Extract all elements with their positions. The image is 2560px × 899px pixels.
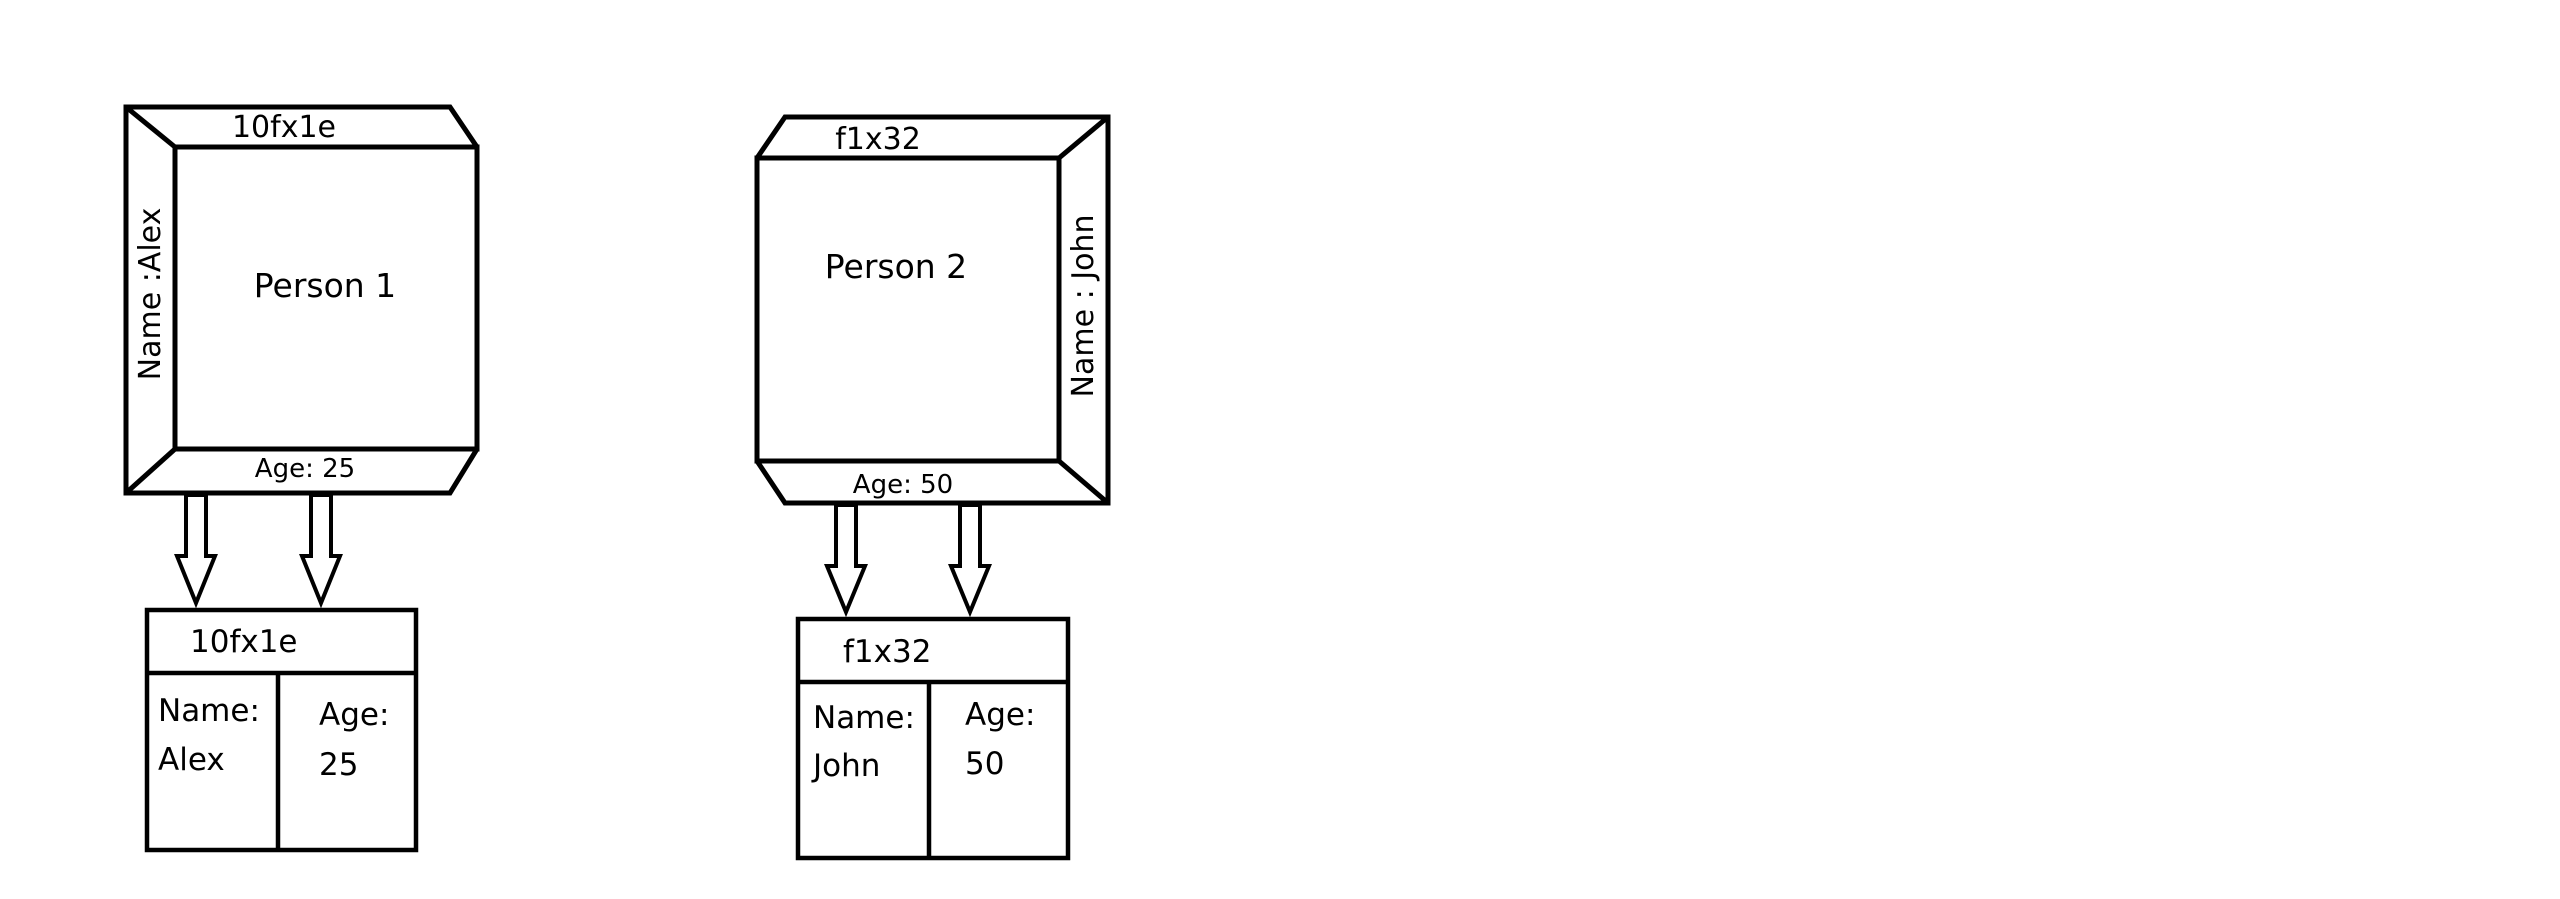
person-2-age-label: Age: 50 (853, 470, 953, 500)
person-2-record-age-value: 50 (965, 746, 1004, 782)
person-2-name-label: Name : John (1066, 215, 1101, 398)
person-2-bevel-top-right (1057, 115, 1110, 160)
person-1-record-age-key: Age: (319, 697, 389, 733)
person-2-arrow-left (824, 503, 868, 618)
person-2-bevel-bottom-right (1057, 459, 1110, 505)
person-1-record-name-key: Name: (158, 693, 260, 729)
person-2-record: f1x32 Name: John Age: 50 (795, 616, 1071, 861)
person-1-arrows (174, 493, 343, 609)
person-2-front-face (754, 155, 1062, 464)
person-1-arrow-left (174, 493, 218, 609)
person-1-record: 10fx1e Name: Alex Age: 25 (144, 607, 419, 853)
person-2-arrow-right (948, 503, 992, 618)
person-2-arrows (824, 503, 992, 618)
person-1-name-label: Name :Alex (133, 208, 168, 381)
person-1-arrow-right (299, 493, 343, 609)
person-1-title: Person 1 (254, 266, 396, 305)
person-2-address-label: f1x32 (835, 122, 921, 157)
person-1-record-name-value: Alex (158, 742, 225, 778)
person-1-record-address: 10fx1e (190, 624, 298, 660)
person-1-bevel-bottom-left (124, 447, 177, 495)
person-2-outer-frame (754, 114, 1111, 506)
person-2-record-name-value: John (811, 748, 880, 784)
person-2-record-box (795, 616, 1071, 861)
person-1-age-label: Age: 25 (255, 454, 355, 484)
person-2-title: Person 2 (825, 247, 967, 286)
person-2-record-address: f1x32 (843, 634, 931, 670)
person-2-object: f1x32 Person 2 Name : John Age: 50 (754, 114, 1111, 506)
person-1-address-label: 10fx1e (232, 110, 336, 145)
person-1-object: 10fx1e Person 1 Name :Alex Age: 25 (123, 104, 480, 496)
person-1-record-box (144, 607, 419, 853)
person-1-record-age-value: 25 (319, 747, 358, 783)
person-1-bevel-top-left (124, 105, 177, 149)
person-2-record-age-key: Age: (965, 697, 1035, 733)
person-2-record-name-key: Name: (813, 700, 915, 736)
